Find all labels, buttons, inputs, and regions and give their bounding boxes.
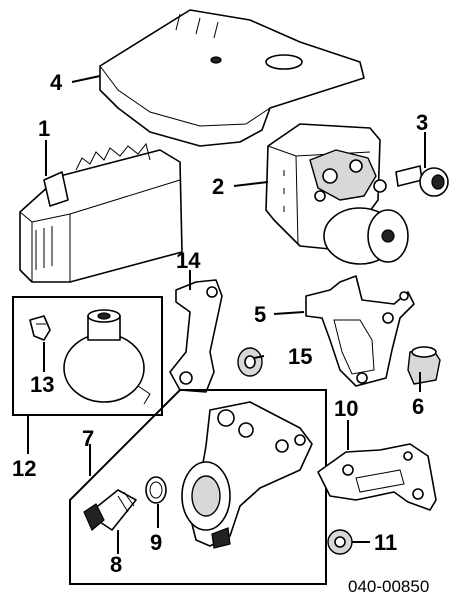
callout-11: 11 [374, 530, 397, 555]
grommet-part-15 [237, 347, 263, 377]
bracket-part-5 [305, 275, 415, 387]
callout-14: 14 [176, 248, 201, 273]
bracket-part-14 [169, 279, 223, 393]
accumulator [63, 309, 151, 405]
hydraulic-unit-part-2 [265, 123, 409, 265]
callout-10: 10 [334, 396, 358, 421]
callout-5: 5 [254, 302, 266, 327]
kit-box-part-12 [12, 296, 163, 416]
leader-lines [27, 75, 426, 554]
o-ring-part-9 [145, 476, 167, 504]
callout-4: 4 [50, 70, 63, 95]
kit-box-part-7 [69, 389, 327, 585]
pump-motor [181, 401, 313, 549]
callout-3: 3 [416, 110, 428, 135]
grommet-part-11 [327, 529, 353, 555]
callout-2: 2 [212, 174, 224, 199]
control-module-part-1 [19, 142, 183, 283]
callout-15: 15 [288, 344, 312, 369]
callout-labels: 4 1 3 2 14 5 15 13 6 10 7 12 9 11 8 [12, 70, 428, 577]
clip-part-13 [29, 315, 51, 341]
cover-part-4 [99, 9, 365, 147]
sensor-part-3 [395, 165, 449, 197]
callout-7: 7 [82, 426, 94, 451]
valve-part-8 [83, 489, 137, 531]
callout-1: 1 [38, 116, 50, 141]
callout-13: 13 [30, 372, 54, 397]
bracket-part-10 [317, 443, 437, 511]
callout-9: 9 [150, 530, 162, 555]
callout-12: 12 [12, 456, 36, 481]
reference-code: 040-00850 [348, 577, 429, 596]
callout-8: 8 [110, 552, 122, 577]
mount-part-6 [407, 346, 441, 385]
callout-6: 6 [412, 394, 424, 419]
